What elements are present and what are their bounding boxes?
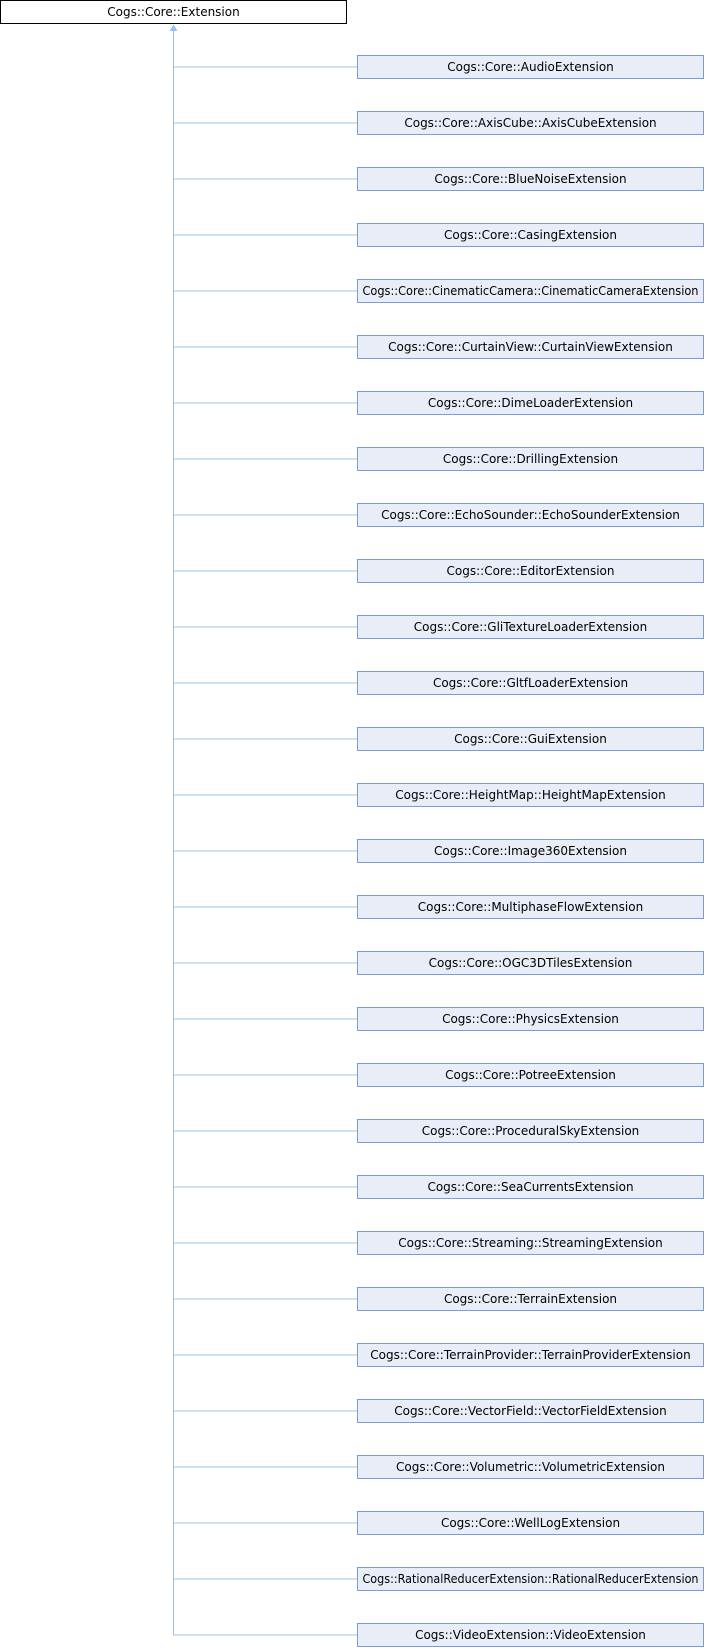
derived-class-node[interactable]: Cogs::Core::PotreeExtension <box>357 1063 704 1087</box>
derived-class-node[interactable]: Cogs::Core::DrillingExtension <box>357 447 704 471</box>
root-class-label: Cogs::Core::Extension <box>107 5 239 19</box>
derived-class-node[interactable]: Cogs::Core::GliTextureLoaderExtension <box>357 615 704 639</box>
derived-class-node[interactable]: Cogs::Core::MultiphaseFlowExtension <box>357 895 704 919</box>
derived-class-label: Cogs::RationalReducerExtension::Rational… <box>363 1572 699 1586</box>
inheritance-arrowhead <box>169 24 178 31</box>
derived-class-node[interactable]: Cogs::Core::VectorField::VectorFieldExte… <box>357 1399 704 1423</box>
derived-class-node[interactable]: Cogs::Core::HeightMap::HeightMapExtensio… <box>357 783 704 807</box>
derived-class-node[interactable]: Cogs::VideoExtension::VideoExtension <box>357 1623 704 1647</box>
derived-class-label: Cogs::Core::HeightMap::HeightMapExtensio… <box>395 788 666 802</box>
derived-class-label: Cogs::Core::EditorExtension <box>447 564 615 578</box>
derived-class-label: Cogs::Core::PhysicsExtension <box>442 1012 619 1026</box>
derived-class-label: Cogs::Core::BlueNoiseExtension <box>434 172 626 186</box>
derived-class-nodes: Cogs::Core::AudioExtensionCogs::Core::Ax… <box>357 55 704 1647</box>
derived-class-label: Cogs::Core::EchoSounder::EchoSounderExte… <box>381 508 680 522</box>
derived-class-node[interactable]: Cogs::Core::Image360Extension <box>357 839 704 863</box>
derived-class-label: Cogs::Core::MultiphaseFlowExtension <box>418 900 643 914</box>
derived-class-label: Cogs::Core::GliTextureLoaderExtension <box>414 620 647 634</box>
derived-class-node[interactable]: Cogs::Core::WellLogExtension <box>357 1511 704 1535</box>
derived-class-label: Cogs::Core::CasingExtension <box>444 228 617 242</box>
derived-class-node[interactable]: Cogs::Core::ProceduralSkyExtension <box>357 1119 704 1143</box>
derived-class-label: Cogs::Core::DimeLoaderExtension <box>428 396 633 410</box>
derived-class-label: Cogs::Core::TerrainProvider::TerrainProv… <box>370 1348 690 1362</box>
derived-class-node[interactable]: Cogs::Core::CurtainView::CurtainViewExte… <box>357 335 704 359</box>
derived-class-label: Cogs::Core::DrillingExtension <box>443 452 618 466</box>
connector-lines <box>169 24 358 1636</box>
derived-class-label: Cogs::Core::OGC3DTilesExtension <box>429 956 633 970</box>
derived-class-label: Cogs::Core::CurtainView::CurtainViewExte… <box>388 340 673 354</box>
derived-class-node[interactable]: Cogs::Core::CinematicCamera::CinematicCa… <box>357 279 704 303</box>
derived-class-label: Cogs::Core::SeaCurrentsExtension <box>427 1180 633 1194</box>
derived-class-node[interactable]: Cogs::Core::GuiExtension <box>357 727 704 751</box>
derived-class-node[interactable]: Cogs::Core::AudioExtension <box>357 55 704 79</box>
derived-class-label: Cogs::Core::Image360Extension <box>434 844 627 858</box>
derived-class-label: Cogs::Core::Streaming::StreamingExtensio… <box>398 1236 662 1250</box>
derived-class-label: Cogs::Core::GuiExtension <box>454 732 607 746</box>
derived-class-label: Cogs::Core::GltfLoaderExtension <box>433 676 628 690</box>
derived-class-label: Cogs::Core::CinematicCamera::CinematicCa… <box>363 284 699 298</box>
derived-class-node[interactable]: Cogs::Core::OGC3DTilesExtension <box>357 951 704 975</box>
derived-class-label: Cogs::Core::TerrainExtension <box>444 1292 617 1306</box>
root-class-box[interactable] <box>0 0 347 24</box>
derived-class-node[interactable]: Cogs::Core::GltfLoaderExtension <box>357 671 704 695</box>
derived-class-node[interactable]: Cogs::Core::Volumetric::VolumetricExtens… <box>357 1455 704 1479</box>
derived-class-label: Cogs::Core::VectorField::VectorFieldExte… <box>394 1404 666 1418</box>
derived-class-label: Cogs::Core::AxisCube::AxisCubeExtension <box>404 116 656 130</box>
derived-class-node[interactable]: Cogs::Core::CasingExtension <box>357 223 704 247</box>
derived-class-node[interactable]: Cogs::Core::SeaCurrentsExtension <box>357 1175 704 1199</box>
derived-class-node[interactable]: Cogs::Core::TerrainExtension <box>357 1287 704 1311</box>
derived-class-label: Cogs::Core::AudioExtension <box>447 60 614 74</box>
derived-class-node[interactable]: Cogs::Core::TerrainProvider::TerrainProv… <box>357 1343 704 1367</box>
derived-class-node[interactable]: Cogs::Core::PhysicsExtension <box>357 1007 704 1031</box>
derived-class-node[interactable]: Cogs::Core::EditorExtension <box>357 559 704 583</box>
derived-class-label: Cogs::Core::ProceduralSkyExtension <box>422 1124 640 1138</box>
derived-class-node[interactable]: Cogs::Core::DimeLoaderExtension <box>357 391 704 415</box>
derived-class-label: Cogs::VideoExtension::VideoExtension <box>415 1628 646 1642</box>
derived-class-node[interactable]: Cogs::Core::Streaming::StreamingExtensio… <box>357 1231 704 1255</box>
derived-class-node[interactable]: Cogs::Core::EchoSounder::EchoSounderExte… <box>357 503 704 527</box>
root-class-node[interactable]: Cogs::Core::Extension <box>0 0 347 24</box>
derived-class-node[interactable]: Cogs::RationalReducerExtension::Rational… <box>357 1567 704 1591</box>
derived-class-label: Cogs::Core::WellLogExtension <box>441 1516 620 1530</box>
derived-class-label: Cogs::Core::Volumetric::VolumetricExtens… <box>396 1460 665 1474</box>
derived-class-node[interactable]: Cogs::Core::AxisCube::AxisCubeExtension <box>357 111 704 135</box>
derived-class-label: Cogs::Core::PotreeExtension <box>445 1068 616 1082</box>
derived-class-node[interactable]: Cogs::Core::BlueNoiseExtension <box>357 167 704 191</box>
